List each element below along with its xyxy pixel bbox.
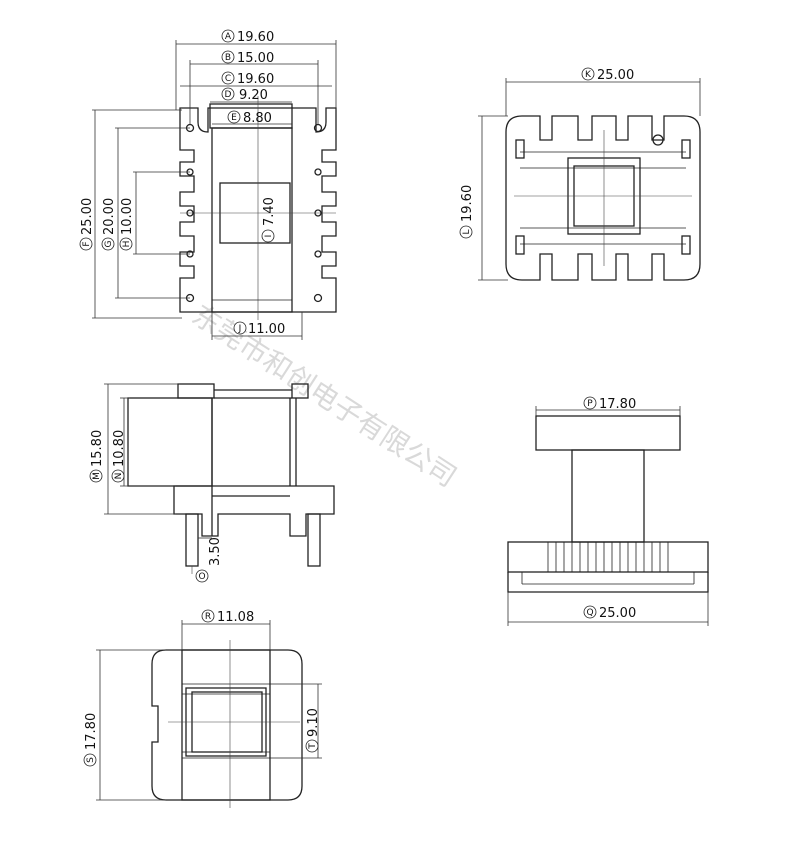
- svg-text:K: K: [585, 70, 592, 80]
- svg-text:H: H: [122, 241, 132, 248]
- watermark-text: 东莞市和创电子有限公司: [186, 298, 462, 493]
- svg-text:T: T: [308, 743, 318, 750]
- svg-text:N: N: [114, 473, 124, 480]
- callout-f: F 25.00: [79, 198, 95, 251]
- svg-text:25.00: 25.00: [597, 68, 634, 83]
- svg-text:8.80: 8.80: [243, 111, 272, 126]
- callout-r: R 11.08: [201, 609, 254, 625]
- callout-s: S 17.80: [83, 713, 99, 767]
- callout-b: B 15.00: [221, 50, 274, 66]
- svg-text:S: S: [86, 757, 96, 763]
- svg-text:D: D: [225, 90, 232, 100]
- svg-text:O: O: [198, 572, 205, 582]
- callout-c: C 19.60: [221, 71, 274, 87]
- svg-text:15.80: 15.80: [90, 430, 105, 467]
- svg-text:J: J: [238, 324, 242, 334]
- callout-h: H 10.00: [119, 198, 135, 251]
- callout-o-value: 3.50: [208, 537, 223, 566]
- callout-labels: A 19.60 B 15.00 C 19.60 D 9.20 E 8.80 J …: [79, 29, 636, 767]
- svg-text:E: E: [231, 113, 237, 123]
- callout-o-letter: O: [195, 569, 209, 583]
- svg-text:17.80: 17.80: [599, 397, 636, 412]
- svg-text:25.00: 25.00: [80, 198, 95, 235]
- svg-text:B: B: [225, 53, 231, 63]
- front-view: [507, 406, 709, 626]
- callout-g: G 20.00: [101, 198, 117, 251]
- svg-text:17.80: 17.80: [84, 713, 99, 750]
- callout-n: N 10.80: [111, 430, 127, 483]
- callout-j: J 11.00: [233, 321, 285, 337]
- callout-t: T 9.10: [305, 708, 321, 753]
- svg-text:Q: Q: [586, 608, 593, 618]
- callout-q: Q 25.00: [583, 605, 636, 621]
- svg-text:7.40: 7.40: [262, 197, 277, 226]
- svg-text:F: F: [82, 241, 92, 246]
- svg-text:P: P: [587, 399, 593, 409]
- svg-text:10.80: 10.80: [112, 430, 127, 467]
- svg-text:10.00: 10.00: [120, 198, 135, 235]
- svg-text:11.08: 11.08: [217, 610, 254, 625]
- svg-text:25.00: 25.00: [599, 606, 636, 621]
- callout-d: D 9.20: [221, 87, 268, 103]
- svg-text:9.10: 9.10: [306, 708, 321, 737]
- callout-a: A 19.60: [221, 29, 274, 45]
- svg-text:19.60: 19.60: [237, 30, 274, 45]
- svg-text:A: A: [225, 32, 232, 42]
- top-view: [92, 40, 337, 340]
- callout-m: M 15.80: [89, 430, 105, 483]
- callout-k: K 25.00: [581, 67, 634, 83]
- svg-text:19.60: 19.60: [237, 72, 274, 87]
- svg-text:3.50: 3.50: [208, 537, 223, 566]
- svg-text:L: L: [462, 229, 472, 234]
- callout-i: I 7.40: [261, 197, 277, 243]
- svg-text:9.20: 9.20: [239, 88, 268, 103]
- svg-text:11.00: 11.00: [248, 322, 285, 337]
- svg-text:R: R: [205, 612, 211, 622]
- svg-text:M: M: [92, 472, 102, 480]
- end-view: [96, 620, 322, 808]
- callout-p: P 17.80: [583, 396, 636, 412]
- svg-text:15.00: 15.00: [237, 51, 274, 66]
- svg-text:I: I: [264, 235, 274, 238]
- side-view: [104, 383, 335, 574]
- svg-text:19.60: 19.60: [460, 185, 475, 222]
- svg-text:20.00: 20.00: [102, 198, 117, 235]
- svg-text:C: C: [225, 74, 231, 84]
- svg-text:G: G: [104, 240, 114, 247]
- bottom-view: [478, 78, 701, 281]
- callout-e: E 8.80: [227, 110, 272, 126]
- callout-l: L 19.60: [459, 185, 475, 239]
